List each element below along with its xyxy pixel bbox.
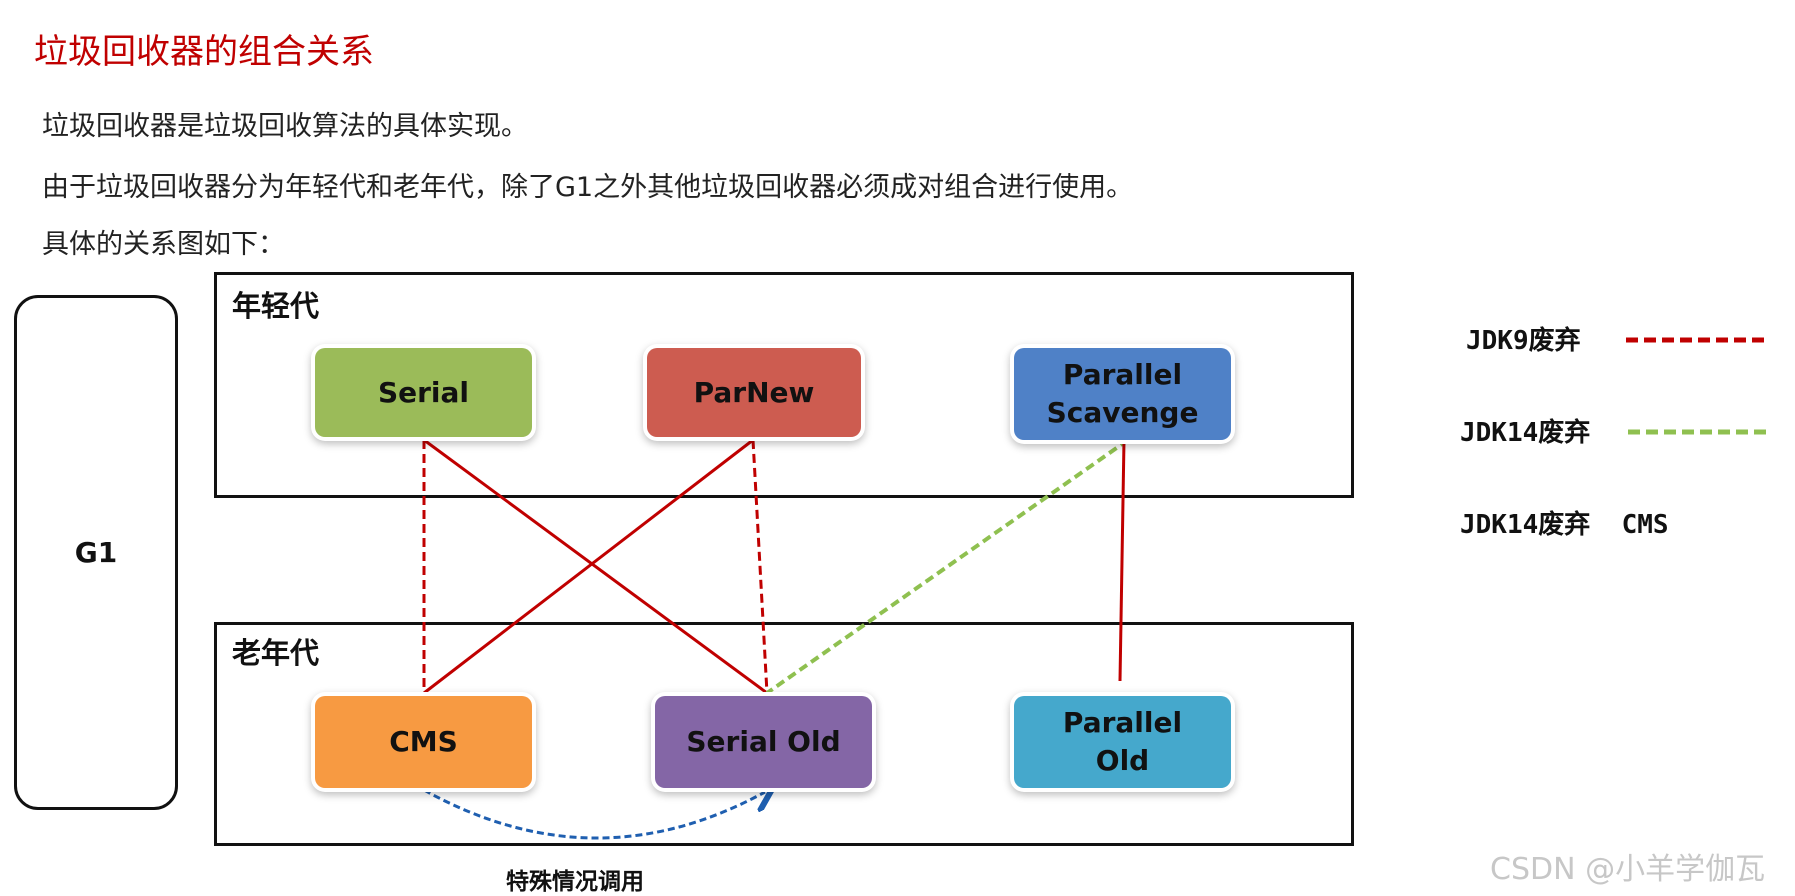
text-line-1: 垃圾回收器是垃圾回收算法的具体实现。 [42, 111, 528, 142]
watermark: CSDN @小羊学伽瓦 [1490, 852, 1766, 887]
g1-label: G1 [74, 536, 118, 569]
text-line-2: 由于垃圾回收器分为年轻代和老年代，除了G1之外其他垃圾回收器必须成对组合进行使用… [42, 172, 1134, 203]
parnew-cms-line [423, 438, 754, 695]
legend-jdk14-cms: JDK14废弃 CMS [1460, 510, 1669, 540]
special-case-label: 特殊情况调用 [506, 869, 644, 895]
page-title: 垃圾回收器的组合关系 [34, 32, 374, 72]
serial-collector: Serial [315, 348, 532, 437]
parallel-old-collector: Parallel Old [1014, 696, 1231, 788]
ps-serialold-dashed [765, 438, 1130, 695]
legend-jdk14: JDK14废弃 [1460, 418, 1591, 448]
parnew-serialold-dashed [751, 439, 769, 694]
young-gen-region [214, 272, 1354, 498]
text-line-3: 具体的关系图如下： [42, 229, 285, 260]
young-gen-label: 年轻代 [232, 289, 320, 323]
ps-po-line [1118, 439, 1126, 682]
old-gen-region [214, 622, 1354, 846]
parnew-collector: ParNew [647, 348, 861, 437]
serial-old-collector: Serial Old [655, 696, 872, 788]
old-gen-label: 老年代 [232, 636, 320, 670]
cms-serialold-curve [423, 790, 765, 840]
g1-box: G1 [14, 295, 178, 810]
serial-serialold-line [423, 438, 768, 695]
legend-jdk9: JDK9废弃 [1466, 326, 1581, 356]
cms-collector: CMS [315, 696, 532, 788]
parallel-scavenge-collector: Parallel Scavenge [1014, 348, 1231, 440]
